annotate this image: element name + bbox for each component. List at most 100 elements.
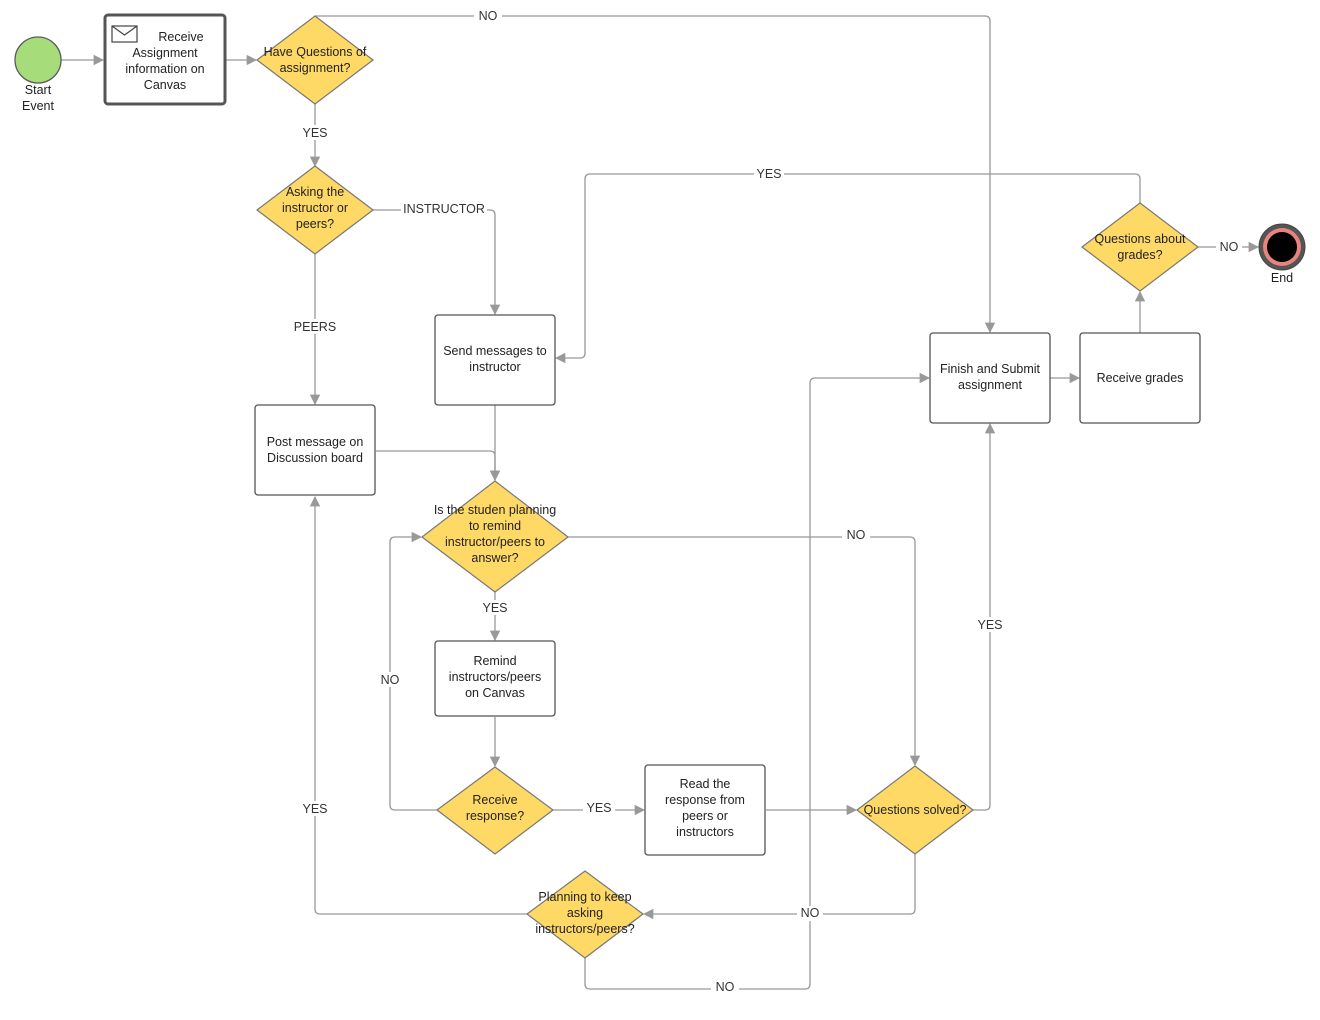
receive-grades-label: Receive grades bbox=[1097, 371, 1184, 385]
label-line: assignment bbox=[958, 378, 1022, 392]
label-line: to remind bbox=[469, 519, 521, 533]
edge-keep-no bbox=[584, 372, 931, 990]
post-message-label: Post message on Discussion board bbox=[267, 435, 364, 465]
edge-keep-yes bbox=[309, 495, 527, 915]
remind-box bbox=[434, 640, 556, 717]
label-line: Is the studen planning bbox=[434, 503, 556, 517]
receive-response-gateway[interactable]: Receive response? bbox=[435, 766, 555, 855]
edge-label-solved-yes: YES bbox=[977, 618, 1002, 632]
label-line: Receive bbox=[158, 30, 203, 44]
label-line: grades? bbox=[1117, 248, 1162, 262]
label-line: asking bbox=[567, 906, 603, 920]
edge-label-response-yes: YES bbox=[586, 801, 611, 815]
questions-solved-diamond bbox=[856, 765, 974, 855]
edge-label-remind-no: NO bbox=[847, 528, 866, 542]
label-line: Read the bbox=[680, 777, 731, 791]
label-line: instructor or bbox=[282, 201, 348, 215]
planning-remind-diamond bbox=[421, 480, 569, 593]
questions-grades-label: Questions about grades? bbox=[1094, 232, 1186, 262]
receive-response-label: Receive response? bbox=[466, 793, 524, 823]
edge-label-grades-no: NO bbox=[1220, 240, 1239, 254]
edge-label-keep-no: NO bbox=[716, 980, 735, 994]
receive-grades-task[interactable]: Receive grades bbox=[1079, 332, 1201, 424]
label-line: Questions solved? bbox=[864, 803, 967, 817]
label-line: Post message on bbox=[267, 435, 364, 449]
label-line: Event bbox=[22, 99, 54, 113]
edge-solved-yes bbox=[973, 422, 996, 811]
remind-label: Remind instructors/peers on Canvas bbox=[449, 654, 541, 700]
label-line: Start bbox=[25, 83, 52, 97]
edge-have-questions-no bbox=[315, 15, 996, 334]
label-line: Discussion board bbox=[267, 451, 363, 465]
edge-label-asking-peers: PEERS bbox=[294, 320, 336, 334]
label-line: answer? bbox=[471, 551, 518, 565]
send-messages-box bbox=[434, 314, 556, 406]
end-event-label: End bbox=[1271, 271, 1293, 285]
read-response-task[interactable]: Read the response from peers or instructors bbox=[644, 764, 766, 856]
label-line: Finish and Submit bbox=[940, 362, 1041, 376]
edge-planning-no bbox=[568, 536, 921, 767]
remind-task[interactable]: Remind instructors/peers on Canvas bbox=[434, 640, 556, 717]
send-messages-label: Send messages to instructor bbox=[443, 344, 547, 374]
start-event-circle bbox=[14, 36, 62, 84]
label-line: Assignment bbox=[132, 46, 198, 60]
edge-asking-instructor bbox=[373, 209, 501, 316]
end-event[interactable]: End bbox=[1258, 223, 1306, 285]
questions-grades-diamond bbox=[1081, 202, 1199, 292]
finish-submit-box bbox=[929, 332, 1051, 424]
label-line: instructor/peers to bbox=[445, 535, 545, 549]
receive-grades-box bbox=[1079, 332, 1201, 424]
label-line: Receive grades bbox=[1097, 371, 1184, 385]
questions-grades-gateway[interactable]: Questions about grades? bbox=[1081, 202, 1199, 292]
label-line: Remind bbox=[473, 654, 516, 668]
label-line: Canvas bbox=[144, 78, 186, 92]
label-line: peers or bbox=[682, 809, 728, 823]
planning-keep-diamond bbox=[525, 870, 645, 959]
label-line: End bbox=[1271, 271, 1293, 285]
read-response-label: Read the response from peers or instructors bbox=[665, 777, 745, 839]
label-line: Questions about bbox=[1094, 232, 1186, 246]
label-line: instructors/peers bbox=[449, 670, 541, 684]
label-line: Asking the bbox=[286, 185, 344, 199]
edge-label-grades-yes: YES bbox=[756, 167, 781, 181]
label-line: response from bbox=[665, 793, 745, 807]
edge-label-asking-instructor: INSTRUCTOR bbox=[403, 202, 485, 216]
label-line: instructor bbox=[469, 360, 520, 374]
label-line: Planning to keep bbox=[538, 890, 631, 904]
edge-label-solved-no: NO bbox=[801, 906, 820, 920]
label-line: Receive bbox=[472, 793, 517, 807]
receive-response-diamond bbox=[435, 766, 555, 855]
edge-labels: NO YES INSTRUCTOR PEERS YES NO NO YES NO… bbox=[290, 8, 1242, 995]
questions-solved-gateway[interactable]: Questions solved? bbox=[856, 765, 974, 855]
post-message-task[interactable]: Post message on Discussion board bbox=[254, 404, 376, 496]
finish-submit-task[interactable]: Finish and Submit assignment bbox=[929, 332, 1051, 424]
label-line: Send messages to bbox=[443, 344, 547, 358]
edge-label-keep-yes: YES bbox=[302, 802, 327, 816]
label-line: response? bbox=[466, 809, 524, 823]
edge-solved-no bbox=[642, 854, 916, 920]
edge-label-remind-yes: YES bbox=[482, 601, 507, 615]
end-event-core bbox=[1267, 232, 1297, 262]
planning-remind-gateway[interactable]: Is the studen planning to remind instructo… bbox=[421, 480, 569, 593]
label-line: Have Questions of bbox=[264, 45, 367, 59]
label-line: on Canvas bbox=[465, 686, 525, 700]
envelope-icon bbox=[111, 25, 138, 43]
label-line: instructors bbox=[676, 825, 734, 839]
finish-submit-label: Finish and Submit assignment bbox=[940, 362, 1041, 392]
planning-remind-label: Is the studen planning to remind instructo… bbox=[434, 503, 556, 565]
edge-label-have-yes: YES bbox=[302, 126, 327, 140]
have-questions-diamond bbox=[256, 15, 374, 105]
read-response-box bbox=[644, 764, 766, 856]
edge-grades-yes bbox=[554, 173, 1141, 364]
edge-post-to-planning bbox=[376, 450, 501, 482]
send-messages-task[interactable]: Send messages to instructor bbox=[434, 314, 556, 406]
